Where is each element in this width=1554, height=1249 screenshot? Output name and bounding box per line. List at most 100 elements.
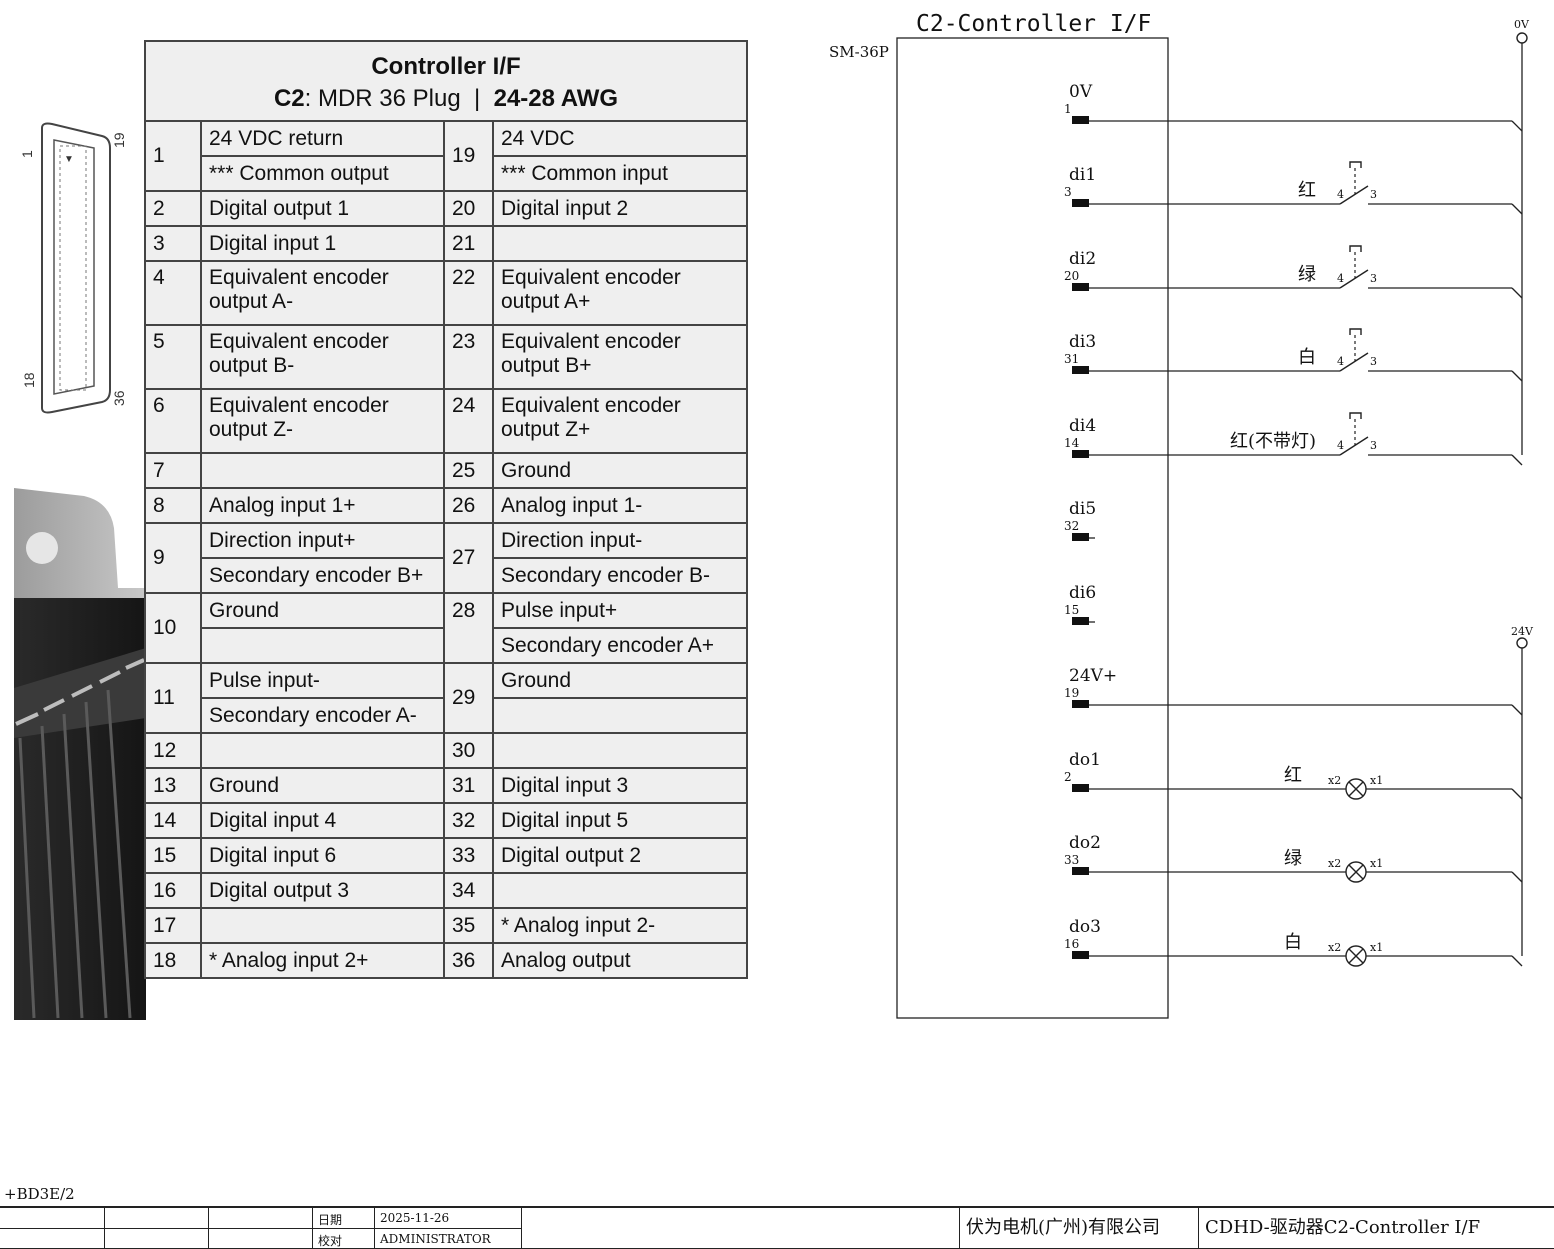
- terminal-pad: [1072, 867, 1089, 875]
- rail-junction: [1511, 370, 1523, 382]
- terminal-name: 0V: [1069, 82, 1093, 102]
- rail-junction: [1511, 287, 1523, 299]
- terminal-pad: [1072, 283, 1089, 291]
- terminal-pad: [1072, 199, 1089, 207]
- lamp-cross: [1348, 781, 1364, 797]
- pin-number: 34: [443, 872, 494, 909]
- connector-pin-36: 36: [111, 390, 127, 406]
- pin-function: *** Common input: [491, 155, 749, 192]
- sheet-reference: +BD3E/2: [4, 1185, 75, 1203]
- pin-function: Analog input 1-: [491, 487, 749, 524]
- pin-function: Equivalent encoder output Z+: [491, 388, 749, 454]
- lamp-cross: [1348, 864, 1364, 880]
- pin-number: 21: [443, 225, 494, 262]
- pin-number: 32: [443, 802, 494, 839]
- terminal-name: do3: [1069, 917, 1101, 937]
- pin-number: 16: [144, 872, 202, 909]
- pin-function: Direction input+: [200, 522, 445, 559]
- pin-function: Ground: [491, 452, 749, 489]
- switch-pin-b: 3: [1370, 355, 1377, 368]
- device-label: 白: [1284, 932, 1302, 953]
- switch-pin-b: 3: [1370, 439, 1377, 452]
- device-label: 绿: [1298, 264, 1316, 285]
- terminal-name: 24V+: [1069, 666, 1117, 686]
- connector-pin-18: 18: [21, 372, 37, 388]
- pin-function: [200, 907, 445, 944]
- pin-function: Secondary encoder B+: [200, 557, 445, 594]
- terminal-name: di3: [1069, 332, 1096, 352]
- pin-function: Analog input 1+: [200, 487, 445, 524]
- switch-pin-a: 4: [1337, 439, 1344, 452]
- pin-number: 25: [443, 452, 494, 489]
- terminal-name: do1: [1069, 750, 1101, 770]
- table-row: Secondary encoder A-: [145, 697, 749, 734]
- pin-function: 24 VDC return: [200, 120, 445, 157]
- pin-number: 33: [443, 837, 494, 874]
- terminal-pad: [1072, 700, 1089, 708]
- pinout-table: Controller I/F C2: MDR 36 Plug | 24-28 A…: [143, 40, 749, 979]
- pin-number: 10: [144, 592, 202, 664]
- table-title: Controller I/F: [371, 53, 521, 80]
- switch-contact: [1339, 269, 1369, 289]
- pin-function: [491, 732, 749, 769]
- switch-pin-a: 4: [1337, 355, 1344, 368]
- switch-pin-a: 4: [1337, 188, 1344, 201]
- pin-function: Equivalent encoder output A-: [200, 260, 445, 326]
- pin-number: 36: [443, 942, 494, 979]
- terminal-pad: [1072, 617, 1089, 625]
- switch-pin-a: 4: [1337, 272, 1344, 285]
- pin-number: 22: [443, 260, 494, 326]
- pin-function: Digital input 5: [491, 802, 749, 839]
- terminal-name: di1: [1069, 165, 1096, 185]
- schematic-title: C2-Controller I/F: [916, 11, 1151, 37]
- pin-number: 5: [144, 324, 202, 390]
- connector-prefix: C2: [273, 85, 305, 112]
- switch-pin-b: 3: [1370, 272, 1377, 285]
- terminal-pad: [1072, 784, 1089, 792]
- table-row: *** Common output*** Common input: [145, 155, 749, 192]
- pin-function: Equivalent encoder output Z-: [200, 388, 445, 454]
- pin-number: 6: [144, 388, 202, 454]
- device-label: 绿: [1284, 848, 1302, 869]
- switch-contact: [1339, 352, 1369, 372]
- pin-function: Digital output 3: [200, 872, 445, 909]
- pin-number: 12: [144, 732, 202, 769]
- rail-junction: [1511, 788, 1523, 800]
- pin-function: 24 VDC: [491, 120, 749, 157]
- terminal-pad: [1072, 450, 1089, 458]
- pin-number: 8: [144, 487, 202, 524]
- pin-number: [443, 628, 494, 664]
- terminal-pin-number: 31: [1064, 352, 1079, 366]
- pin-function: Equivalent encoder output A+: [491, 260, 749, 326]
- pin-number: 14: [144, 802, 202, 839]
- pin-number: 3: [144, 225, 202, 262]
- pin-function: Digital input 6: [200, 837, 445, 874]
- terminal-pin-number: 16: [1064, 937, 1079, 951]
- terminal-pin-number: 3: [1064, 185, 1072, 199]
- pin-number: 29: [443, 662, 494, 734]
- mdr36-connector-drawing: ▼ 1 19 18 36: [19, 122, 127, 414]
- check-value: ADMINISTRATOR: [380, 1232, 491, 1246]
- terminal-pad: [1072, 366, 1089, 374]
- terminal-pin-number: 19: [1064, 686, 1079, 700]
- pin-function: [491, 697, 749, 734]
- table-row: Secondary encoder A+: [145, 627, 749, 664]
- pin-function: Pulse input-: [200, 662, 445, 699]
- title-block: 日期 2025-11-26 校对 ADMINISTRATOR 伏为电机(广州)有…: [0, 1206, 1554, 1249]
- push-button-icon: [1349, 245, 1362, 252]
- pin-number: 1: [144, 120, 202, 192]
- drawing-title: CDHD-驱动器C2-Controller I/F: [1205, 1217, 1481, 1238]
- pin-number: 28: [443, 592, 494, 628]
- rail-0v-terminal: [1516, 32, 1528, 44]
